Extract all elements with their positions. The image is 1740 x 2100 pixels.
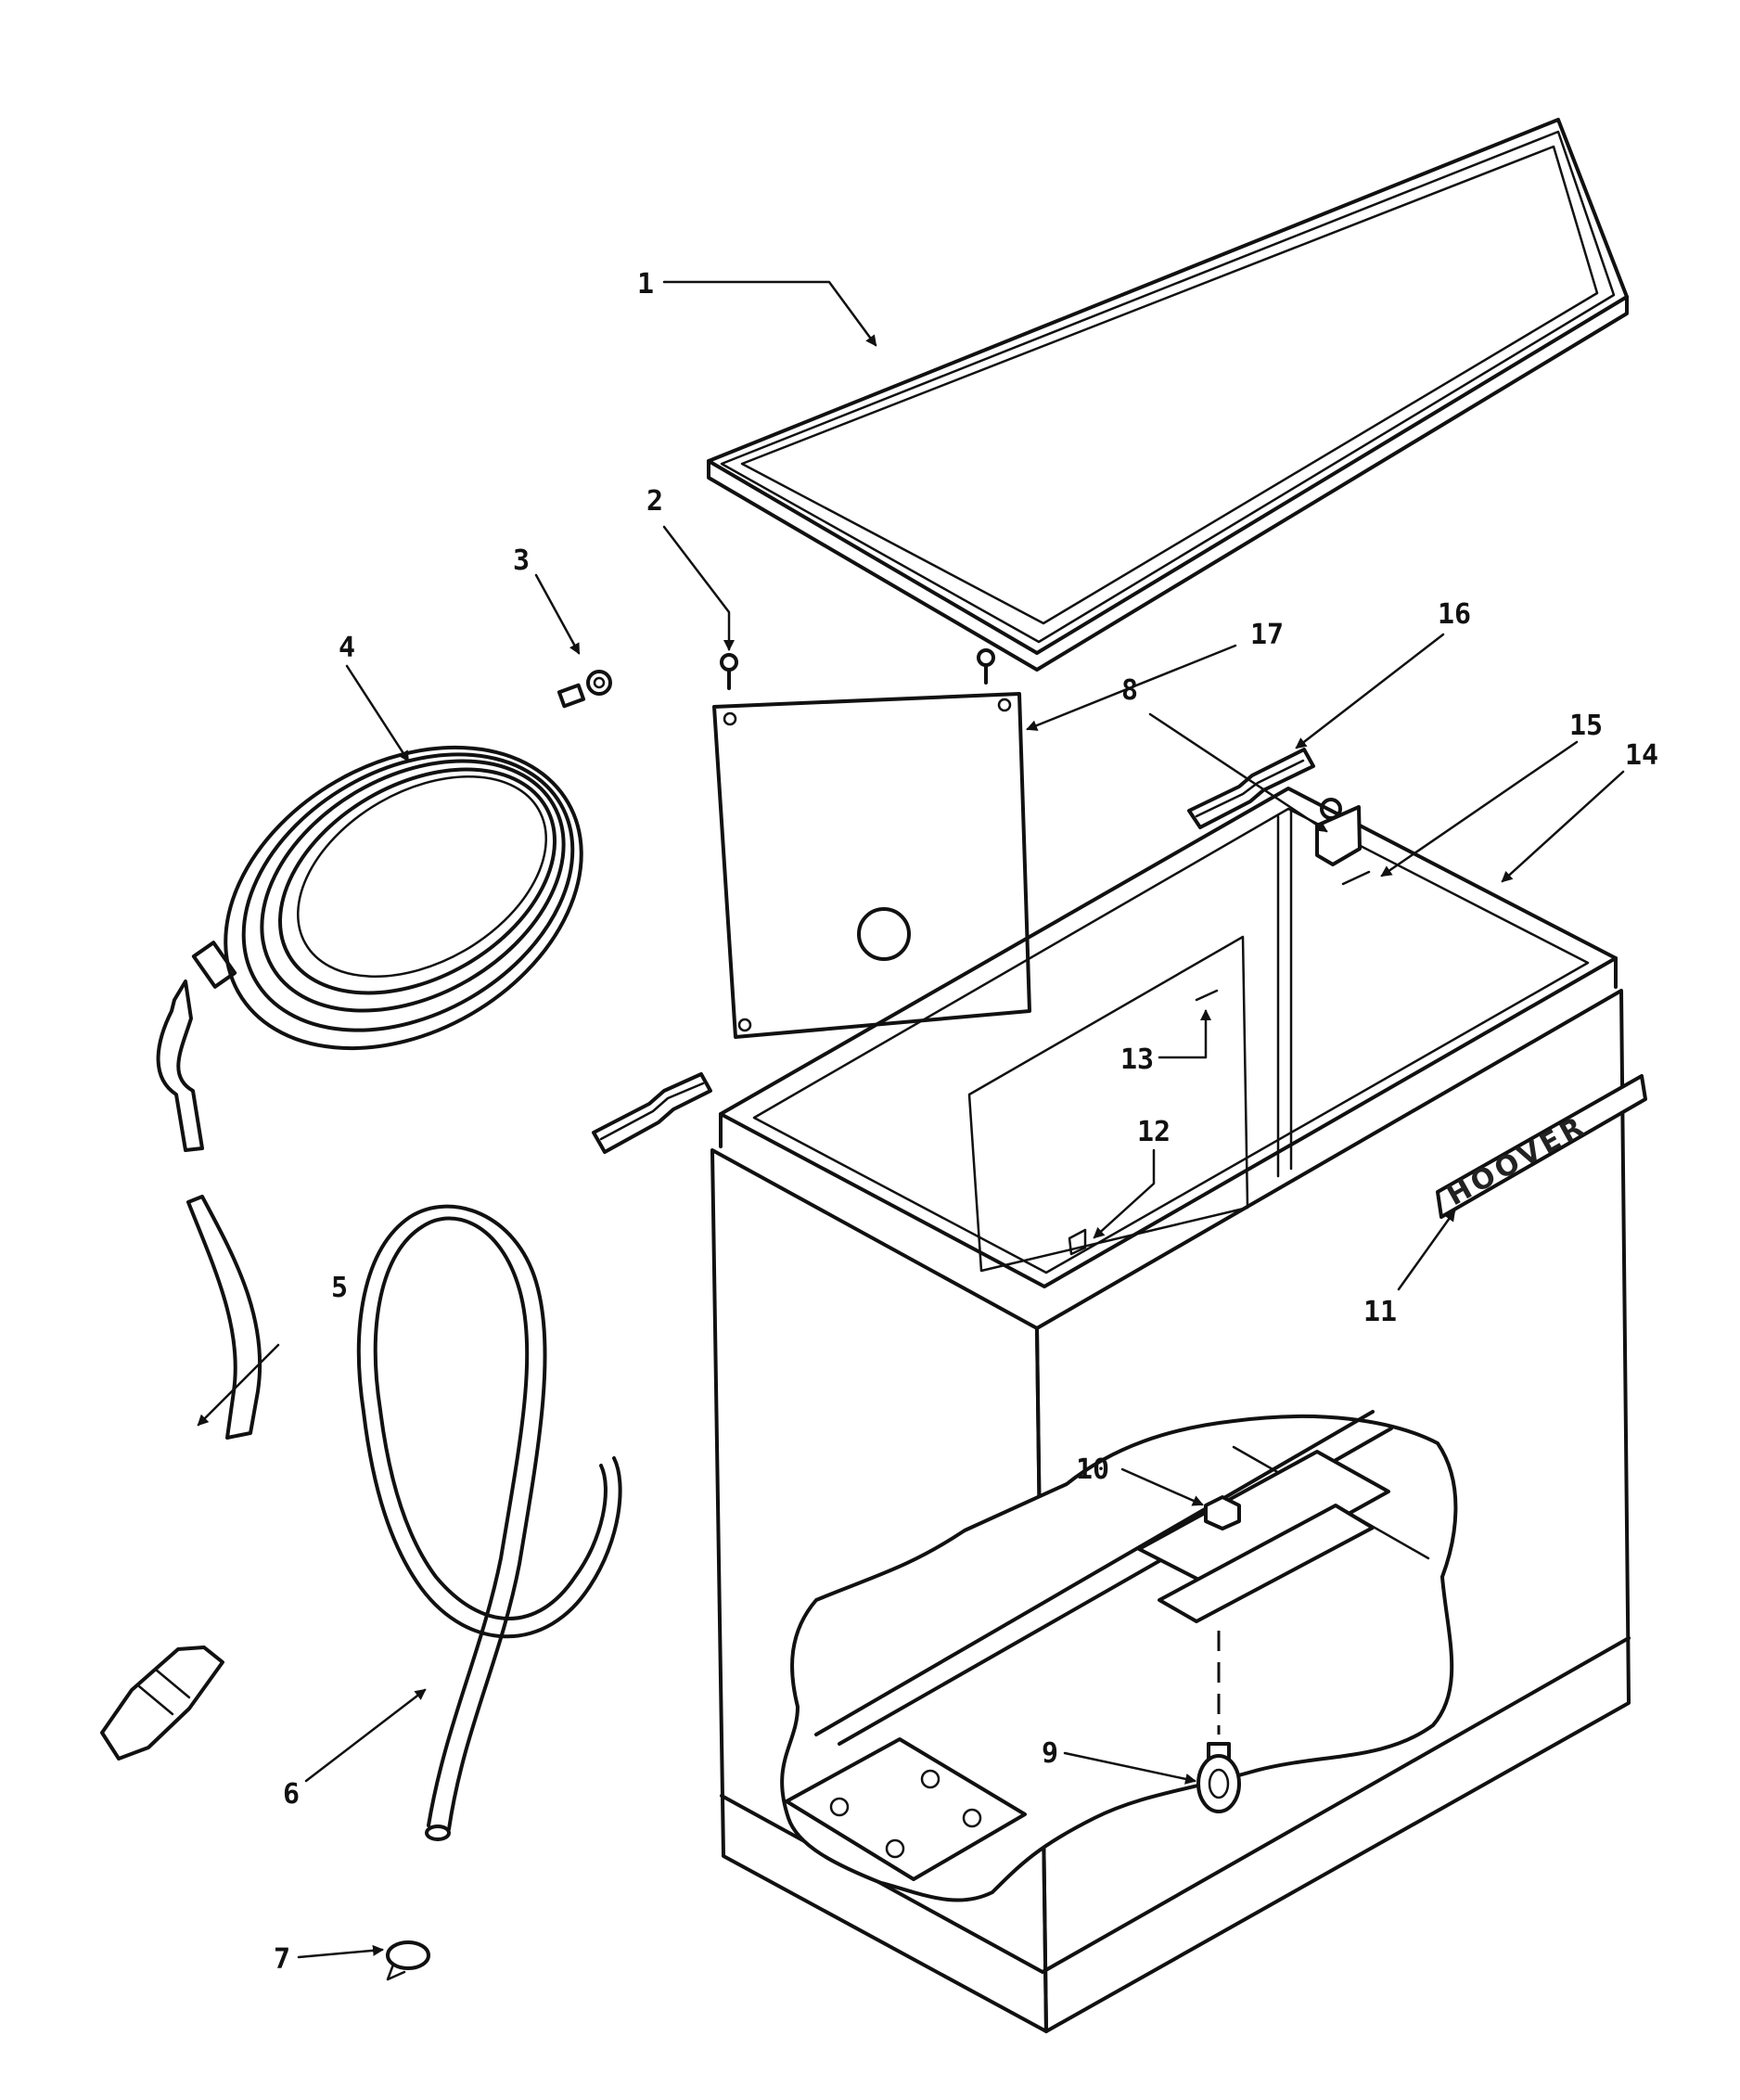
leader-7 bbox=[297, 1944, 384, 1959]
access-panel-part bbox=[712, 692, 1031, 1039]
callout-10: 10 bbox=[1076, 1453, 1109, 1486]
leader-9 bbox=[1063, 1751, 1196, 1785]
leader-5 bbox=[197, 1343, 280, 1427]
caster-wheel-part bbox=[1196, 1742, 1241, 1813]
nameplate-part: HOOVER bbox=[1436, 1074, 1647, 1219]
leader-3 bbox=[534, 573, 581, 655]
leader-12 bbox=[1093, 1148, 1156, 1239]
callout-15: 15 bbox=[1569, 710, 1603, 742]
clip-bracket-part bbox=[1187, 748, 1315, 829]
coiled-cord-part bbox=[191, 745, 583, 1051]
drain-hose-part bbox=[100, 980, 262, 1761]
callout-2: 2 bbox=[646, 485, 663, 518]
loose-clip-part bbox=[592, 1072, 712, 1154]
leader-1 bbox=[662, 280, 877, 347]
callout-8: 8 bbox=[1121, 674, 1138, 707]
lid-panel-part bbox=[707, 118, 1629, 672]
callout-13: 13 bbox=[1120, 1044, 1154, 1076]
callout-17: 17 bbox=[1250, 619, 1284, 651]
callout-11: 11 bbox=[1363, 1296, 1397, 1328]
callout-9: 9 bbox=[1042, 1737, 1058, 1770]
callout-labels: 1 2 3 4 5 6 7 8 9 10 11 12 13 14 15 16 1… bbox=[274, 268, 1658, 1976]
leader-13 bbox=[1158, 1009, 1211, 1059]
callout-4: 4 bbox=[339, 632, 355, 664]
callout-1: 1 bbox=[637, 268, 654, 301]
nameplate-brand-text: HOOVER bbox=[1441, 1109, 1592, 1212]
callout-5: 5 bbox=[331, 1272, 348, 1304]
leader-11 bbox=[1397, 1210, 1456, 1291]
leader-16 bbox=[1295, 633, 1445, 749]
leader-10 bbox=[1120, 1467, 1204, 1506]
leader-14 bbox=[1501, 770, 1625, 883]
callout-14: 14 bbox=[1625, 739, 1658, 772]
leader-2 bbox=[662, 525, 735, 651]
connector-part bbox=[557, 670, 612, 709]
hose-clamp-part bbox=[386, 1940, 430, 1981]
small-clips-part bbox=[1068, 870, 1371, 1256]
corner-bracket-part bbox=[1315, 798, 1362, 866]
leader-6 bbox=[304, 1688, 427, 1783]
leader-8 bbox=[1148, 712, 1328, 833]
screws-part bbox=[720, 648, 995, 690]
leader-15 bbox=[1380, 740, 1579, 877]
nut-part bbox=[1204, 1495, 1241, 1530]
cabinet-body bbox=[710, 787, 1631, 2033]
leader-4 bbox=[345, 664, 410, 762]
callout-16: 16 bbox=[1438, 598, 1471, 631]
callout-leaders bbox=[197, 280, 1625, 1959]
fill-hose-part bbox=[356, 1204, 622, 1841]
callout-6: 6 bbox=[283, 1778, 300, 1811]
callout-12: 12 bbox=[1137, 1116, 1171, 1148]
leader-17 bbox=[1026, 644, 1237, 731]
callout-3: 3 bbox=[513, 544, 530, 577]
callout-7: 7 bbox=[274, 1943, 290, 1976]
